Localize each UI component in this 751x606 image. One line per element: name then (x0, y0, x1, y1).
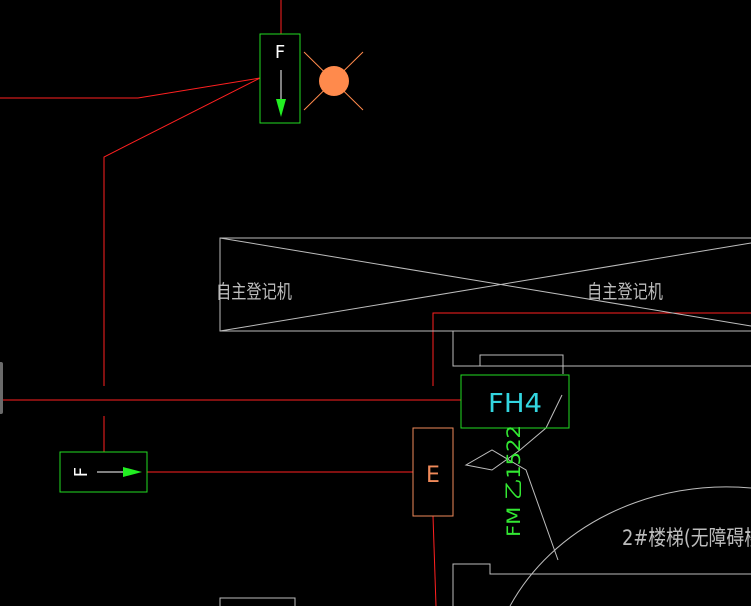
arrow-down-icon (276, 70, 286, 117)
wall-bottom-left (219, 597, 296, 606)
fh4-box[interactable]: FH4 (460, 374, 570, 429)
door-swing (464, 394, 563, 561)
device-top-label: F (275, 42, 285, 63)
device-top-f[interactable]: F (259, 33, 301, 124)
kiosk-rect (219, 237, 751, 332)
device-left-frame (59, 451, 148, 493)
device-left-label: F (71, 467, 92, 477)
wire-vertical-right (432, 515, 437, 606)
wire-room-outline (432, 312, 751, 386)
wall-step (479, 354, 564, 374)
building-outline (219, 237, 751, 606)
scroll-handle[interactable] (0, 362, 3, 414)
device-top-frame (259, 33, 301, 124)
e-box-frame (412, 427, 454, 517)
fh4-frame (460, 374, 570, 429)
wall-lower (452, 563, 751, 606)
e-box[interactable]: E (412, 427, 454, 517)
kiosk-cross-b (219, 242, 751, 332)
device-left-f[interactable]: F (59, 451, 148, 493)
kiosk-cross-a (219, 237, 751, 327)
arrow-right-icon (97, 467, 142, 477)
stair-label: 2#楼梯(无障碍楼 (622, 526, 751, 550)
lamp-cross-icon[interactable] (303, 51, 364, 111)
wire-left-trunk (103, 77, 261, 386)
wire-left-upper (0, 77, 261, 99)
fm-code-label: FM 乙1522 (503, 425, 525, 537)
kiosk-label-right: 自主登记机 (587, 281, 663, 303)
fh4-label: FH4 (488, 389, 542, 419)
stair-arc (509, 486, 751, 606)
wall-upper (452, 331, 751, 367)
e-box-label: E (426, 463, 440, 488)
kiosk-label-left: 自主登记机 (216, 281, 292, 303)
